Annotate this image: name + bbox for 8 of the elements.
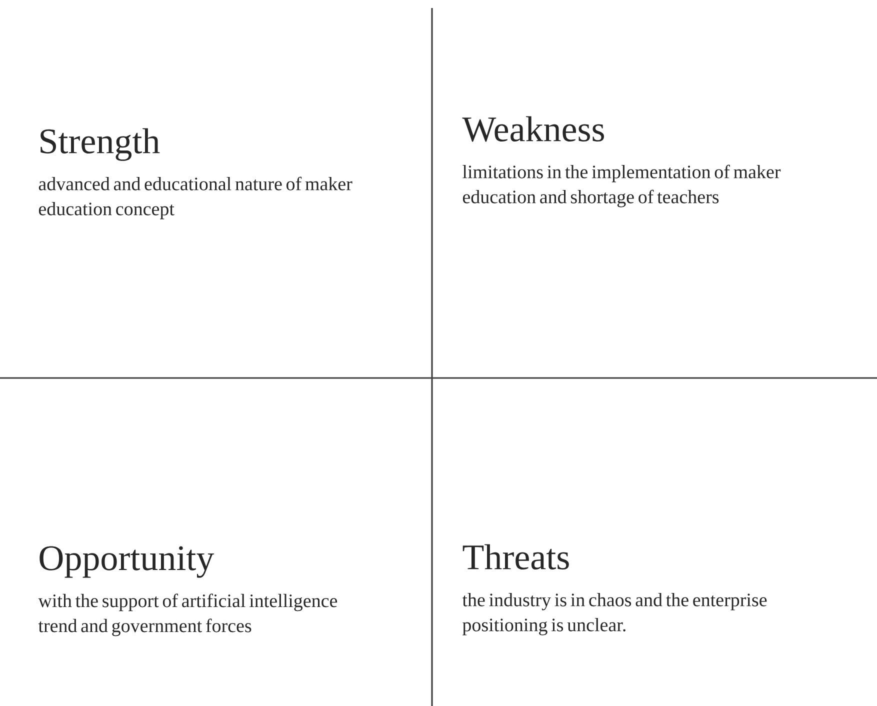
description: the industry is in chaos and the enterprise positioning is unclear. (462, 593, 767, 636)
heading: Strength (40, 128, 160, 161)
heading: Weakness (462, 116, 604, 142)
description: advanced and educational nature of maker education concept (38, 176, 352, 220)
heading: Opportunity (40, 546, 214, 578)
description: with the support of artificial intelligence trend and government forces (38, 594, 338, 636)
description: limitations in the implementation of maker education and shortage of teachers (462, 164, 781, 208)
heading: Threats (462, 544, 569, 570)
